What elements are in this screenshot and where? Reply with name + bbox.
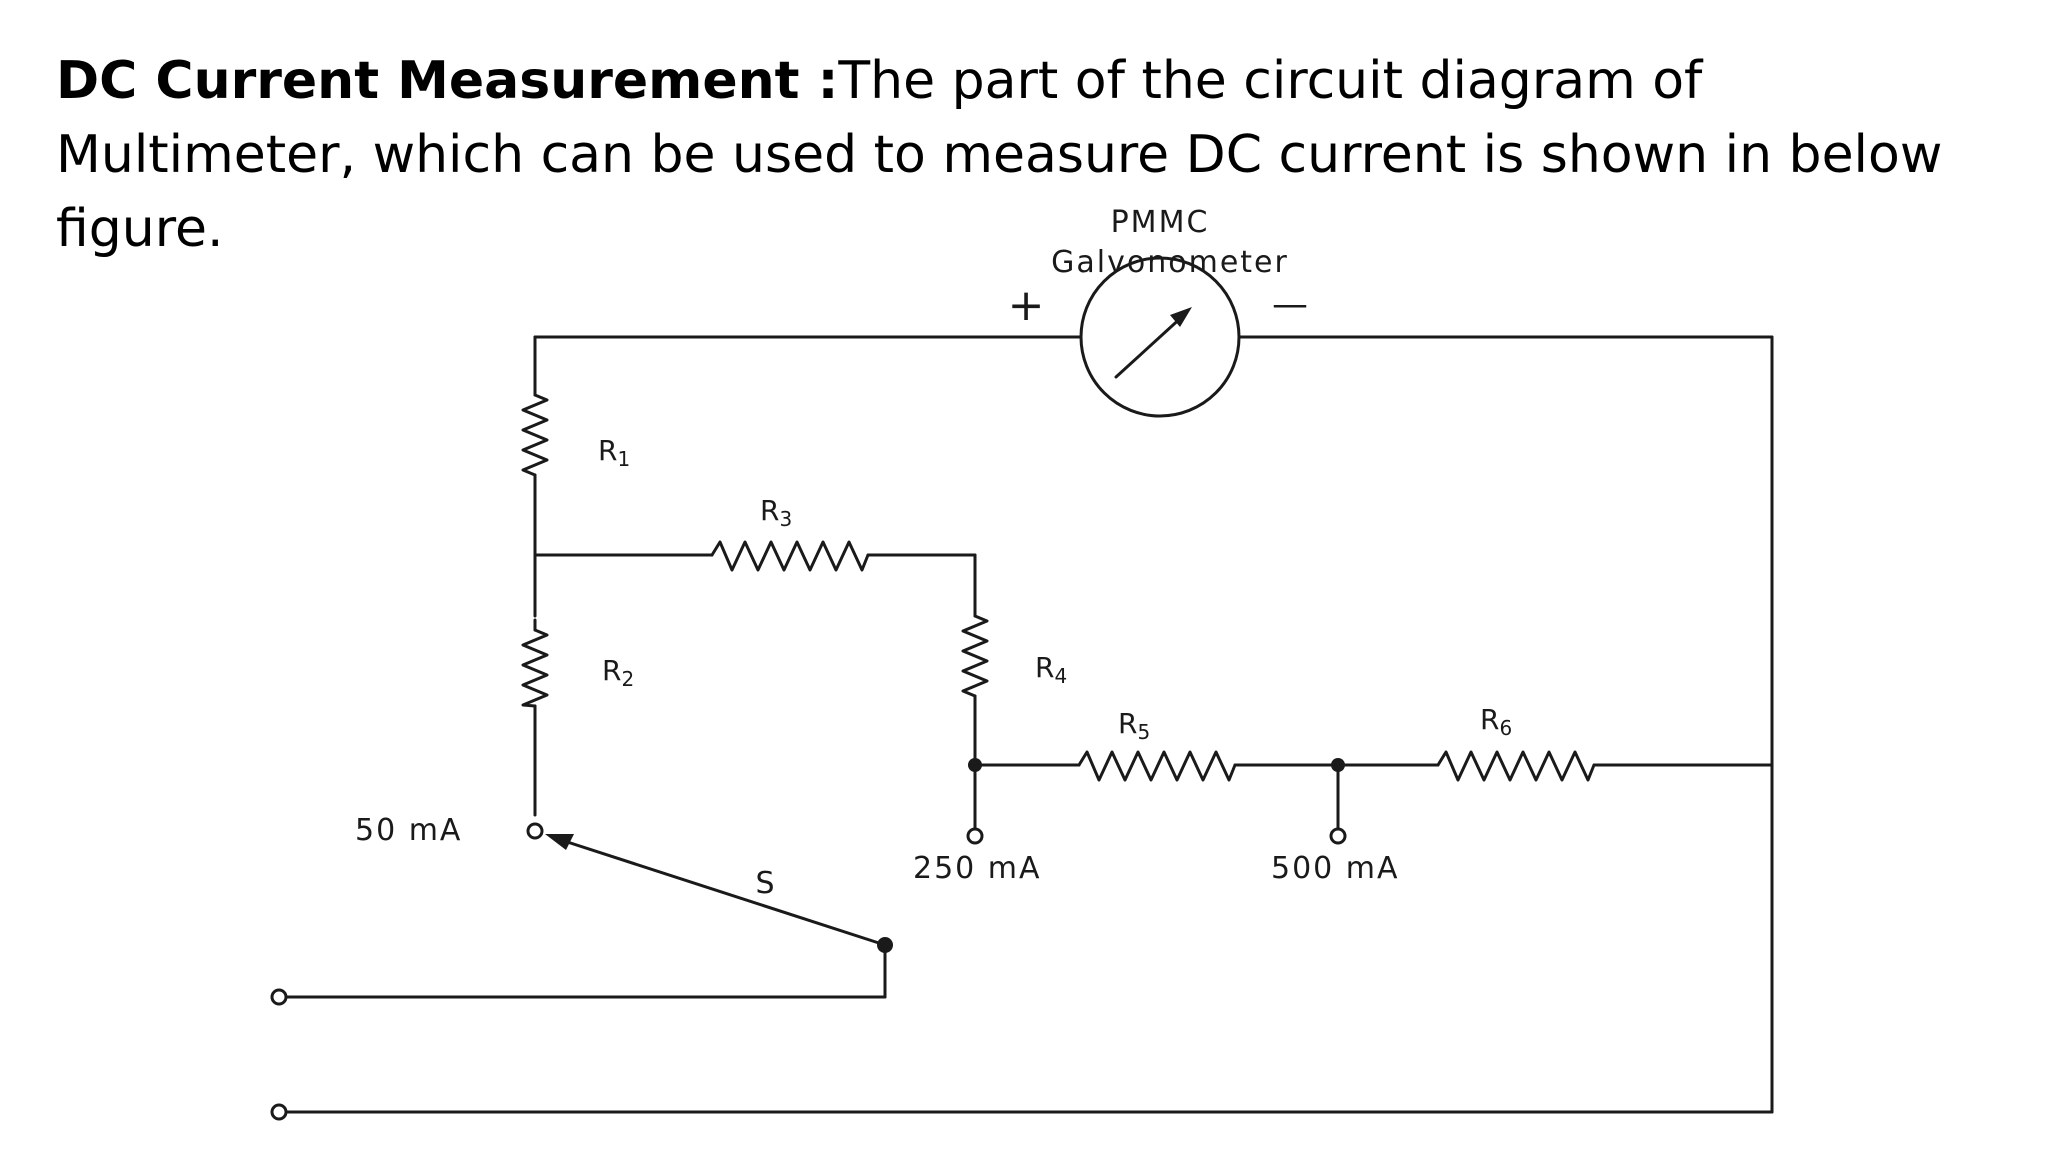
label-r1: R1 [598,434,630,471]
tap-500ma-terminal [1329,827,1347,845]
heading-description: The part of the circuit diagram of Multi… [56,51,1943,259]
meter-minus-sign: — [1272,284,1308,325]
label-r6: R6 [1480,703,1512,740]
galvanometer-icon [1079,256,1241,418]
tap-50ma-terminal [526,822,544,840]
label-r4: R4 [1035,651,1067,688]
junction-r5-r6 [1331,758,1345,772]
slide-heading: DC Current Measurement :The part of the … [56,44,2016,266]
label-switch-s: S [755,866,774,901]
resistor-r3-icon [710,540,870,572]
resistor-r6-icon [1436,750,1596,782]
tap-250ma-terminal [966,827,984,845]
label-r5: R5 [1118,707,1150,744]
meter-plus-sign: + [1008,280,1045,331]
label-r2: R2 [602,654,634,691]
r3-branch-wires [533,553,977,618]
meter-label-galvanometer: Galvonometer [1051,245,1289,280]
label-250ma: 250 mA [913,851,1042,886]
label-50ma: 50 mA [355,813,462,848]
selector-switch [545,834,893,999]
meter-label-pmmc: PMMC [1111,205,1210,240]
resistor-r5-icon [1077,750,1237,782]
label-500ma: 500 mA [1271,851,1400,886]
junction-r4-r5 [968,758,982,772]
heading-bold-term: DC Current Measurement : [56,51,839,111]
resistor-r2-icon [521,628,549,708]
input-leads [270,988,1774,1121]
resistor-r1-icon [521,393,549,477]
r5-r6-chain-wires [973,763,1774,831]
label-r3: R3 [760,494,792,531]
resistor-r4-icon [961,614,989,698]
